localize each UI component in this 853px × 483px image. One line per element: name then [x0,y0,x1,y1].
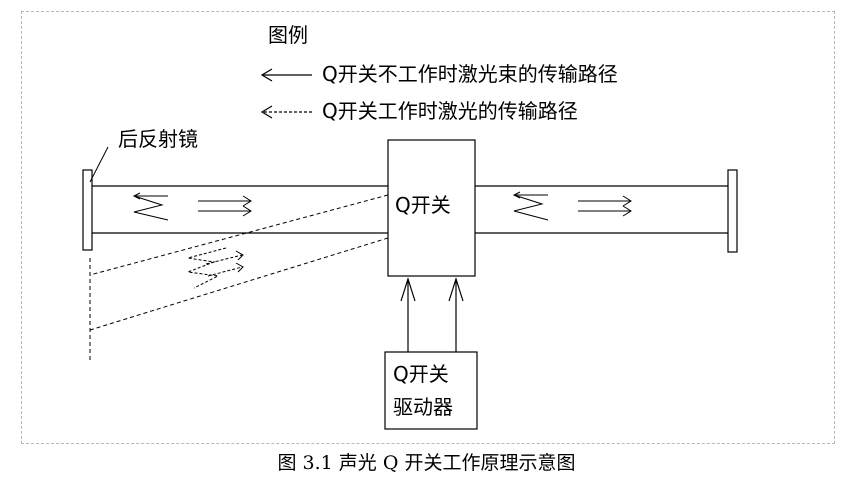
right-oscillation-arrows [512,191,632,221]
deflected-oscillation-arrows [187,247,243,289]
deflected-beam-dashed [89,194,389,362]
q-switch-driver-box [384,351,478,430]
q-switch-box [387,139,476,277]
rear-mirror-leader [89,146,109,183]
driver-label-line1: Q开关 [393,362,449,386]
rear-mirror-label: 后反射镜 [118,127,198,151]
output-mirror [727,169,738,253]
q-switch-label: Q开关 [395,193,451,217]
beam-tube-left [92,185,388,234]
drive-signal-arrows [400,277,464,352]
driver-label-line2: 驱动器 [393,395,453,419]
legend-title: 图例 [268,23,308,47]
legend-dashed-arrow-icon [260,105,312,119]
beam-tube-right [475,185,728,234]
legend-solid-label: Q开关不工作时激光束的传输路径 [322,62,618,86]
left-oscillation-arrows [132,192,252,221]
deflected-arrowheads [235,250,244,273]
legend-solid-arrow-icon [260,68,312,82]
legend-dashed-label: Q开关工作时激光的传输路径 [322,99,578,123]
rear-mirror [82,169,93,251]
figure-frame [21,11,835,444]
figure-caption: 图 3.1 声光 Q 开关工作原理示意图 [277,452,576,474]
